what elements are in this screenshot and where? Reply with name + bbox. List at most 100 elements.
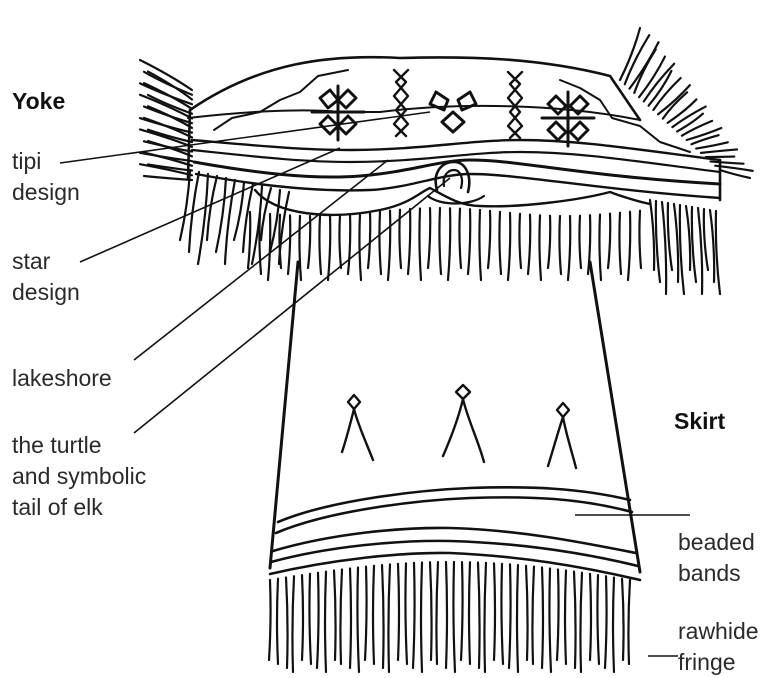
fringe-strand-skirt bbox=[340, 569, 342, 664]
fringe-strand-yoke-bottom bbox=[248, 212, 250, 268]
fringe-strand-yoke-bottom bbox=[259, 213, 261, 274]
fringe-strand-skirt bbox=[277, 579, 278, 664]
fringe-strand-yoke-left bbox=[207, 176, 217, 240]
fringe-strand-yoke-bottom bbox=[628, 212, 630, 280]
yoke-heading: Yoke bbox=[12, 88, 65, 115]
fringe-strand-yoke-bottom bbox=[299, 216, 301, 280]
fringe-strand-yoke-bottom bbox=[319, 216, 321, 274]
fringe-strand-yoke-right bbox=[680, 205, 684, 294]
fringe-strand-yoke-bottom bbox=[488, 211, 490, 268]
skirt-body bbox=[270, 262, 640, 580]
fringe-strand-yoke-bottom bbox=[608, 214, 610, 268]
fringe-strand-skirt bbox=[532, 567, 534, 664]
label-rawhide-fringe: rawhide fringe bbox=[678, 616, 759, 678]
elk-tail-symbols bbox=[342, 385, 576, 468]
fringe-strand-right-shoulder bbox=[710, 161, 743, 163]
fringe-strand-skirt bbox=[446, 562, 447, 668]
fringe-strand-yoke-bottom bbox=[448, 208, 450, 280]
fringe-strand-skirt bbox=[436, 562, 438, 664]
fringe-strand-skirt bbox=[292, 576, 294, 672]
fringe-strand-left-shoulder bbox=[140, 129, 192, 146]
fringe-strand-skirt bbox=[405, 563, 407, 664]
fringe-strand-skirt bbox=[365, 567, 367, 660]
fringe-strand-skirt bbox=[382, 565, 384, 668]
fringe-strand-yoke-right bbox=[650, 200, 654, 270]
fringe-strand-skirt bbox=[613, 577, 614, 672]
fringe-strand-skirt bbox=[605, 576, 607, 668]
fringe-strand-skirt bbox=[517, 565, 518, 672]
fringe-strand-skirt bbox=[421, 563, 422, 672]
fringe-strand-skirt bbox=[526, 566, 528, 660]
fringe-strand-yoke-bottom bbox=[579, 216, 581, 268]
fringe-strand-yoke-bottom bbox=[288, 215, 290, 274]
fringe-strand-yoke-bottom bbox=[479, 210, 481, 280]
fringe-strand-skirt bbox=[494, 563, 495, 660]
fringe-strand-yoke-right bbox=[710, 210, 714, 282]
fringe-strand-yoke-bottom bbox=[419, 208, 421, 280]
label-star-design: star design bbox=[12, 246, 80, 308]
fringe-strand-yoke-right bbox=[704, 209, 708, 270]
fringe-strand-yoke-bottom bbox=[639, 211, 641, 268]
fringe-strand-skirt bbox=[413, 563, 415, 668]
fringe-strand-skirt bbox=[398, 564, 399, 660]
fringe-strand-skirt bbox=[373, 566, 374, 664]
fringe-strand-skirt bbox=[350, 568, 351, 668]
fringe-strand-yoke-bottom bbox=[328, 216, 330, 280]
fringe-strand-yoke-bottom bbox=[408, 209, 410, 274]
fringe-strand-skirt bbox=[549, 568, 551, 672]
skirt-heading: Skirt bbox=[674, 408, 725, 435]
fringe-strand-left-shoulder bbox=[148, 106, 192, 128]
fringe-strand-yoke-left bbox=[225, 180, 235, 264]
fringe-strand-yoke-right bbox=[716, 211, 720, 294]
fringe-strand-yoke-bottom bbox=[528, 215, 530, 274]
fringe-strand-yoke-right bbox=[656, 201, 660, 282]
fringe-strand-yoke-bottom bbox=[339, 215, 341, 268]
fringe-strand-skirt bbox=[334, 570, 336, 660]
fringe-strand-skirt bbox=[597, 575, 599, 664]
fringe-strand-skirt bbox=[565, 570, 566, 664]
label-tipi-design: tipi design bbox=[12, 146, 80, 208]
fringe-strand-yoke-bottom bbox=[359, 214, 361, 280]
leader-lines bbox=[60, 112, 690, 656]
fringe-strand-yoke-bottom bbox=[379, 212, 381, 274]
fringe-strand-yoke-bottom bbox=[559, 216, 561, 274]
fringe-strand-yoke-bottom bbox=[619, 213, 621, 274]
fringe-strand-yoke-bottom bbox=[308, 216, 310, 268]
fringe-strand-skirt bbox=[309, 574, 311, 664]
fringe-strand-yoke-left bbox=[243, 184, 253, 252]
fringe-strand-skirt bbox=[286, 577, 288, 668]
label-lakeshore: lakeshore bbox=[12, 363, 112, 394]
fringe-strand-yoke-bottom bbox=[599, 214, 601, 280]
fringe-strand-skirt bbox=[461, 562, 463, 660]
fringe-strand-skirt bbox=[269, 580, 271, 660]
label-beaded-bands: beaded bands bbox=[678, 527, 755, 589]
fringe-strand-yoke-right bbox=[662, 202, 666, 294]
fringe-strand-yoke-bottom bbox=[348, 214, 350, 274]
fringe-strand-skirt bbox=[574, 572, 576, 668]
fringe-strand-skirt bbox=[580, 573, 582, 672]
fringe-strand-skirt bbox=[478, 563, 480, 668]
fringe-strand-yoke-right bbox=[692, 207, 696, 282]
fringe-strand-right-shoulder bbox=[720, 170, 750, 178]
fringe-strand-skirt bbox=[622, 579, 624, 660]
fringe-strand-skirt bbox=[325, 572, 326, 672]
fringe-strand-skirt bbox=[501, 564, 503, 664]
fringe-strand-yoke-bottom bbox=[508, 213, 510, 280]
fringe-strand-skirt bbox=[557, 569, 559, 660]
fringe-strand-yoke-right bbox=[674, 204, 678, 282]
label-turtle: the turtle and symbolic tail of elk bbox=[12, 430, 146, 523]
fringe-strand-skirt bbox=[628, 580, 630, 664]
fringe-strand-yoke-right bbox=[668, 203, 672, 270]
fringe-strand-skirt bbox=[542, 567, 543, 668]
fringe-strand-yoke-bottom bbox=[468, 209, 470, 274]
fringe-strand-yoke-bottom bbox=[548, 216, 550, 268]
fringe-strand-yoke-left bbox=[216, 178, 226, 252]
fringe-strand-skirt bbox=[590, 574, 591, 660]
fringe-strand-yoke-bottom bbox=[388, 211, 390, 280]
fringe-strand-yoke-bottom bbox=[268, 214, 270, 280]
fringe-strand-skirt bbox=[388, 564, 390, 672]
fringe-strand-skirt bbox=[469, 562, 470, 664]
fringe-strand-skirt bbox=[357, 567, 359, 672]
yoke-motifs bbox=[312, 70, 594, 146]
